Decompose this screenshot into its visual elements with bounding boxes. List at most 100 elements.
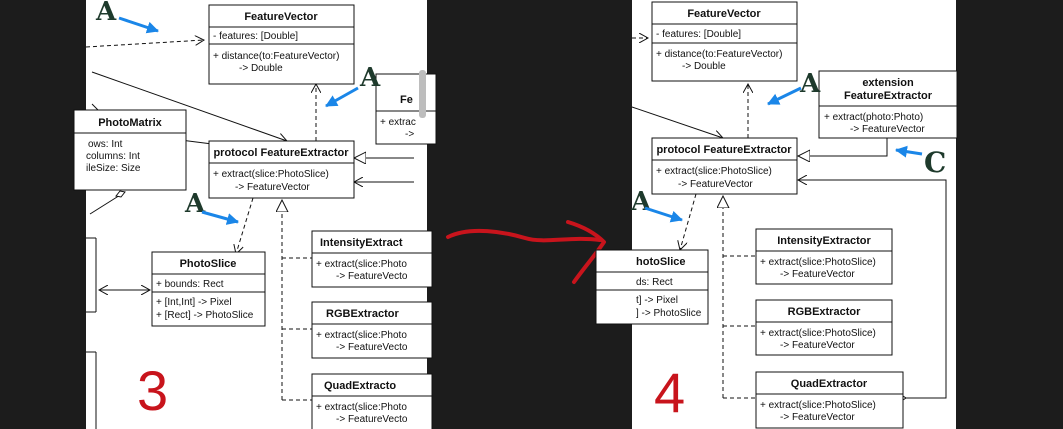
- red-arrow-head: [566, 220, 606, 284]
- class-method: + [Rect] -> PhotoSlice: [156, 310, 254, 321]
- left-feature-vector-box: FeatureVector - features: [Double] + dis…: [208, 4, 355, 85]
- dependency-arrow-to-photoslice: [680, 193, 697, 250]
- blue-arrow-annotation: [644, 206, 683, 223]
- right-protocol-box: protocol FeatureExtractor + extract(slic…: [651, 137, 798, 195]
- class-method: + extract(photo:Photo): [824, 112, 923, 123]
- class-method: + extract(slice:PhotoSlice): [760, 328, 876, 339]
- blue-arrow-annotation: [895, 145, 923, 158]
- association-arrow-to-protocol: [91, 71, 287, 141]
- left-photoslice-box: PhotoSlice + bounds: Rect + [Int,Int] ->…: [151, 251, 266, 327]
- class-method-return: -> FeatureVector: [780, 412, 855, 423]
- class-method-return: -> FeatureVector: [850, 124, 925, 135]
- class-title: Fe: [400, 94, 413, 106]
- class-title: QuadExtracto: [324, 380, 396, 392]
- left-rgb-box: RGBExtractor + extract(slice:Photo -> Fe…: [311, 301, 433, 359]
- class-title: FeatureExtractor: [844, 90, 933, 102]
- class-title: FeatureVector: [687, 8, 761, 20]
- red-arrow-shaft: [446, 228, 602, 243]
- class-method: + extract(slice:PhotoSlice): [213, 169, 329, 180]
- class-method: + extract(slice:PhotoSlice): [760, 400, 876, 411]
- class-method: + distance(to:FeatureVector): [656, 49, 782, 60]
- right-rgb-box: RGBExtractor + extract(slice:PhotoSlice)…: [755, 299, 893, 356]
- class-method-return: ->: [405, 129, 414, 140]
- left-panel: FeatureVector - features: [Double] + dis…: [73, 0, 437, 429]
- left-panel-scrollbar[interactable]: [419, 70, 426, 118]
- class-method-return: -> FeatureVecto: [336, 271, 408, 282]
- class-method-return: -> FeatureVector: [780, 269, 855, 280]
- class-title: IntensityExtractor: [777, 235, 871, 247]
- transition-arrow: [446, 220, 606, 284]
- class-title: hotoSlice: [636, 256, 686, 268]
- left-intensity-box: IntensityExtract + extract(slice:Photo -…: [311, 230, 433, 288]
- class-method: + extrac: [380, 117, 416, 128]
- class-title: extension: [862, 77, 914, 89]
- class-method: + extract(slice:Photo: [316, 402, 407, 413]
- association-stub: [91, 103, 99, 111]
- association-arrow-from-quad: [798, 180, 947, 399]
- class-attribute: ows: Int: [88, 139, 123, 150]
- right-panel: FeatureVector - features: [Double] + dis…: [595, 0, 958, 429]
- class-method-return: -> FeatureVecto: [336, 414, 408, 425]
- annotation-number: 4: [654, 361, 685, 424]
- class-method: ] -> PhotoSlice: [636, 308, 702, 319]
- class-method: + extract(slice:PhotoSlice): [760, 257, 876, 268]
- composition-diamond: [115, 190, 126, 198]
- class-attribute: ileSize: Size: [86, 163, 141, 174]
- right-quad-box: QuadExtractor + extract(slice:PhotoSlice…: [755, 371, 904, 429]
- right-extension-box: extension FeatureExtractor + extract(pho…: [818, 70, 958, 139]
- class-attribute: - features: [Double]: [213, 31, 298, 42]
- right-feature-vector-box: FeatureVector - features: [Double] + dis…: [651, 1, 798, 82]
- blue-arrow-annotation: [767, 86, 802, 106]
- class-title: RGBExtractor: [788, 306, 861, 318]
- blue-arrow-annotation: [118, 16, 159, 34]
- class-method: + [Int,Int] -> Pixel: [156, 297, 232, 308]
- class-title: FeatureVector: [244, 11, 318, 23]
- class-method: + extract(slice:Photo: [316, 330, 407, 341]
- blue-arrow-annotation: [201, 210, 239, 225]
- association-arrow-to-protocol: [631, 106, 723, 138]
- class-method-return: -> FeatureVector: [235, 182, 310, 193]
- class-title: protocol FeatureExtractor: [213, 147, 349, 159]
- annotation-letter-a: A: [799, 69, 821, 99]
- left-photo-matrix-box: PhotoMatrix ows: Int columns: Int ileSiz…: [73, 109, 187, 191]
- right-connectors: [631, 38, 947, 399]
- left-protocol-box: protocol FeatureExtractor + extract(slic…: [208, 140, 355, 199]
- generalization-arrow-extension: [798, 138, 888, 156]
- dependency-arrow-to-photoslice: [236, 197, 254, 254]
- class-method: t] -> Pixel: [636, 295, 678, 306]
- right-intensity-box: IntensityExtractor + extract(slice:Photo…: [755, 228, 893, 285]
- annotation-number: 3: [137, 359, 168, 422]
- right-annotations: A A C 4: [630, 69, 946, 424]
- class-title: QuadExtractor: [791, 378, 868, 390]
- class-attribute: ds: Rect: [636, 277, 673, 288]
- class-title: PhotoSlice: [180, 258, 237, 270]
- class-method-return: -> Double: [682, 61, 726, 72]
- class-title: RGBExtractor: [326, 308, 399, 320]
- dependency-arrow-to-featurevector: [85, 40, 204, 48]
- class-method-return: -> FeatureVector: [678, 179, 753, 190]
- class-method-return: -> FeatureVecto: [336, 342, 408, 353]
- right-photoslice-box: hotoSlice ds: Rect t] -> Pixel ] -> Phot…: [595, 249, 709, 325]
- class-method: + extract(slice:PhotoSlice): [656, 166, 772, 177]
- class-attribute: - features: [Double]: [656, 29, 741, 40]
- class-attribute: columns: Int: [86, 151, 140, 162]
- class-title: protocol FeatureExtractor: [656, 144, 792, 156]
- annotation-letter-a: A: [359, 63, 381, 93]
- class-method-return: -> Double: [239, 63, 283, 74]
- left-annotations: A A A 3: [95, 0, 381, 422]
- class-title: PhotoMatrix: [98, 117, 162, 129]
- annotation-letter-a: A: [95, 0, 117, 27]
- class-attribute: + bounds: Rect: [156, 279, 224, 290]
- annotation-letter-a: A: [184, 189, 206, 219]
- left-quad-box: QuadExtracto + extract(slice:Photo -> Fe…: [311, 373, 433, 429]
- class-method: + distance(to:FeatureVector): [213, 51, 339, 62]
- annotation-letter-c: C: [924, 146, 946, 179]
- left-extension-box-partial: Fe + extrac ->: [375, 73, 437, 145]
- class-method-return: -> FeatureVector: [780, 340, 855, 351]
- blue-arrow-annotation: [325, 86, 359, 108]
- class-title: IntensityExtract: [320, 237, 403, 249]
- class-method: + extract(slice:Photo: [316, 259, 407, 270]
- annotation-letter-a: A: [630, 187, 652, 217]
